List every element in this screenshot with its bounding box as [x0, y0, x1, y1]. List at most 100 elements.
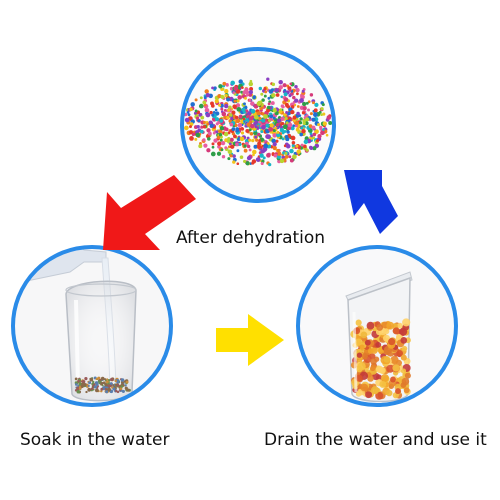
- dry-bead: [189, 136, 194, 141]
- swollen-bead: [396, 349, 404, 357]
- dry-bead: [189, 125, 192, 129]
- dry-bead: [238, 79, 243, 84]
- dry-bead: [285, 143, 291, 149]
- dry-bead: [226, 97, 231, 102]
- dry-bead: [305, 148, 309, 152]
- dry-bead: [205, 112, 211, 118]
- dry-bead: [224, 93, 228, 98]
- soaking-bead: [76, 389, 81, 394]
- dry-bead: [307, 108, 310, 112]
- dry-bead: [279, 128, 285, 133]
- dry-bead: [312, 146, 317, 151]
- dry-bead: [227, 149, 233, 155]
- soaking-bead: [120, 378, 125, 382]
- swollen-bead: [365, 391, 373, 399]
- dry-bead: [263, 114, 268, 119]
- swollen-bead: [376, 324, 384, 331]
- dry-bead: [236, 137, 241, 142]
- dry-bead: [284, 155, 289, 159]
- soaking-beads: [74, 376, 131, 394]
- caption-after-dehydration: After dehydration: [176, 228, 326, 248]
- dry-bead: [289, 158, 294, 163]
- soaking-bead: [114, 379, 117, 383]
- dry-bead: [272, 129, 276, 133]
- dry-bead: [312, 136, 315, 140]
- dry-bead: [252, 95, 256, 99]
- dry-bead: [256, 144, 262, 149]
- dry-bead: [303, 139, 309, 145]
- dry-bead: [288, 116, 292, 120]
- swollen-bead: [399, 327, 408, 336]
- dry-bead: [261, 98, 265, 102]
- dry-bead: [184, 125, 189, 131]
- dry-bead: [224, 89, 229, 94]
- dry-bead: [225, 83, 229, 87]
- dry-bead: [242, 90, 247, 95]
- dry-beads-pile: [183, 77, 333, 167]
- dry-bead: [260, 92, 264, 96]
- dry-bead: [308, 145, 313, 150]
- soaking-bead: [78, 382, 82, 386]
- dry-bead: [229, 86, 234, 91]
- dry-bead: [190, 102, 195, 107]
- soaking-bead: [116, 390, 120, 394]
- soaking-bead: [91, 382, 94, 386]
- dry-bead: [211, 86, 215, 90]
- swollen-bead: [388, 338, 396, 346]
- dry-bead: [203, 143, 208, 148]
- dry-bead: [283, 113, 287, 117]
- dry-bead: [224, 103, 229, 109]
- dry-bead: [260, 130, 264, 134]
- dry-bead: [281, 131, 285, 135]
- dry-bead: [262, 156, 266, 160]
- dry-bead: [282, 83, 287, 88]
- swollen-bead: [386, 321, 395, 330]
- soaking-bead: [114, 383, 118, 387]
- dry-bead: [290, 135, 296, 141]
- dry-bead: [313, 108, 318, 113]
- dry-bead: [296, 111, 300, 116]
- dry-bead: [292, 124, 296, 128]
- dry-bead: [240, 127, 244, 130]
- dry-bead: [236, 162, 240, 166]
- dry-bead: [243, 102, 246, 106]
- dry-bead: [228, 142, 232, 146]
- top-circle-border: [180, 47, 336, 203]
- dry-bead: [274, 87, 279, 93]
- dry-bead: [271, 93, 276, 98]
- dry-bead: [295, 87, 300, 93]
- soaking-bead: [121, 389, 125, 393]
- dry-bead: [270, 101, 275, 106]
- dry-bead: [302, 121, 306, 126]
- dry-bead: [229, 137, 234, 142]
- soaking-bead: [88, 381, 92, 385]
- dry-bead: [292, 154, 297, 160]
- dry-bead: [205, 93, 210, 98]
- dry-bead: [248, 98, 252, 102]
- dry-bead: [213, 138, 218, 143]
- dry-bead: [290, 109, 295, 115]
- swollen-bead: [383, 356, 391, 363]
- soaking-bead: [92, 380, 95, 383]
- soaking-bead: [76, 386, 80, 391]
- swollen-bead: [382, 334, 391, 342]
- swollen-bead: [375, 365, 384, 373]
- dry-bead: [312, 132, 317, 137]
- swollen-bead: [361, 353, 368, 360]
- dry-bead: [258, 86, 263, 91]
- dry-bead: [266, 77, 270, 81]
- dry-bead: [295, 144, 299, 148]
- soaking-bead: [110, 377, 114, 382]
- dry-bead: [278, 85, 283, 90]
- dry-bead: [299, 117, 303, 121]
- dry-bead: [298, 121, 303, 125]
- swollen-bead: [360, 383, 369, 392]
- dry-bead: [188, 130, 194, 135]
- dry-bead: [275, 139, 279, 143]
- dry-bead: [241, 107, 246, 112]
- dry-bead: [234, 115, 239, 120]
- swollen-bead: [355, 374, 363, 382]
- dry-bead: [320, 130, 325, 136]
- dry-bead: [266, 105, 271, 110]
